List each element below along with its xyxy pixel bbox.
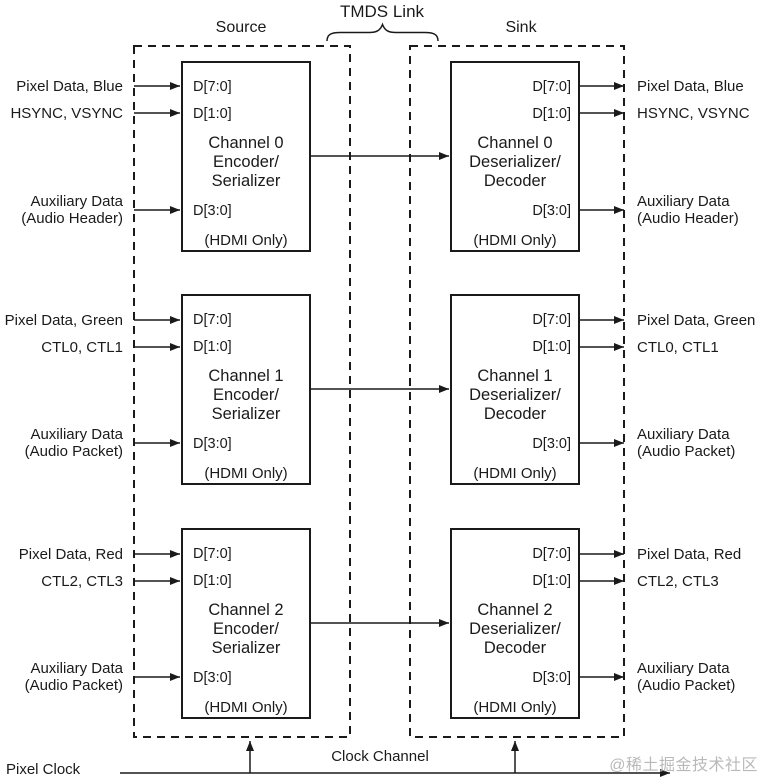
port-d3-label: D[3:0]: [532, 670, 571, 686]
port-d1-label: D[1:0]: [193, 339, 232, 355]
box-title-line: Encoder/: [212, 386, 280, 404]
box-title-line: Serializer: [211, 405, 281, 423]
watermark: @稀土掘金技术社区: [609, 757, 758, 774]
label-pixel-data-green-out: Pixel Data, Green: [637, 312, 756, 329]
port-d1-label: D[1:0]: [193, 573, 232, 589]
label-pixel-data-blue-in: Pixel Data, Blue: [16, 78, 123, 95]
channel-1-decoder-box: D[7:0] D[1:0] Channel 1 Deserializer/ De…: [450, 294, 580, 485]
box-title-line: Decoder: [483, 405, 547, 423]
box-title-line: Serializer: [211, 639, 281, 657]
box-title-line: Encoder/: [212, 620, 280, 638]
label-line: (Audio Packet): [24, 443, 123, 460]
hdmi-only-note: (HDMI Only): [204, 232, 288, 249]
label-line: Auxiliary Data: [30, 193, 123, 210]
label-ctl2-ctl3-in: CTL2, CTL3: [41, 573, 123, 590]
port-d1-label: D[1:0]: [532, 573, 571, 589]
box-title-line: Decoder: [483, 639, 547, 657]
port-d1-label: D[1:0]: [532, 106, 571, 122]
port-d3-label: D[3:0]: [532, 203, 571, 219]
label-line: (Audio Packet): [637, 677, 736, 694]
box-title-line: Channel 1: [208, 367, 284, 385]
clock-channel-label: Clock Channel: [331, 748, 429, 765]
box-title-line: Channel 2: [208, 601, 284, 619]
label-aux-audio-header-out: Auxiliary Data (Audio Header): [637, 193, 739, 227]
sink-heading: Sink: [505, 19, 537, 36]
tmds-link-title: TMDS Link: [339, 2, 425, 21]
port-d7-label: D[7:0]: [532, 546, 571, 562]
label-pixel-data-green-in: Pixel Data, Green: [4, 312, 123, 329]
box-title-line: Deserializer/: [469, 153, 561, 171]
box-title-line: Channel 0: [477, 134, 553, 152]
label-ctl0-ctl1-in: CTL0, CTL1: [41, 339, 123, 356]
label-line: (Audio Packet): [637, 443, 736, 460]
label-line: (Audio Header): [637, 210, 739, 227]
source-heading: Source: [215, 19, 267, 36]
port-d3-label: D[3:0]: [193, 670, 232, 686]
channel-2-encoder-box: D[7:0] D[1:0] Channel 2 Encoder/ Seriali…: [181, 528, 311, 719]
box-title: Channel 1 Deserializer/ Decoder: [452, 367, 578, 424]
tmds-link-brace: [326, 22, 439, 42]
box-title-line: Channel 2: [477, 601, 553, 619]
label-aux-audio-header-in: Auxiliary Data (Audio Header): [0, 193, 123, 227]
port-d3-label: D[3:0]: [193, 203, 232, 219]
port-d7-label: D[7:0]: [193, 79, 232, 95]
box-title-line: Channel 1: [477, 367, 553, 385]
label-aux-audio-packet-in: Auxiliary Data (Audio Packet): [0, 426, 123, 460]
box-title-line: Encoder/: [212, 153, 280, 171]
label-ctl2-ctl3-out: CTL2, CTL3: [637, 573, 719, 590]
pixel-clock-label: Pixel Clock: [6, 761, 81, 778]
label-ctl0-ctl1-out: CTL0, CTL1: [637, 339, 719, 356]
hdmi-only-note: (HDMI Only): [473, 465, 557, 482]
label-line: Auxiliary Data: [637, 426, 730, 443]
label-line: Auxiliary Data: [30, 660, 123, 677]
box-title: Channel 0 Deserializer/ Decoder: [452, 134, 578, 191]
channel-1-encoder-box: D[7:0] D[1:0] Channel 1 Encoder/ Seriali…: [181, 294, 311, 485]
port-d7-label: D[7:0]: [532, 79, 571, 95]
label-line: (Audio Packet): [24, 677, 123, 694]
label-aux-audio-packet-out: Auxiliary Data (Audio Packet): [637, 660, 735, 694]
port-d3-label: D[3:0]: [532, 436, 571, 452]
box-title: Channel 1 Encoder/ Serializer: [183, 367, 309, 424]
label-pixel-data-blue-out: Pixel Data, Blue: [637, 78, 744, 95]
box-title-line: Deserializer/: [469, 620, 561, 638]
port-d1-label: D[1:0]: [532, 339, 571, 355]
hdmi-only-note: (HDMI Only): [473, 232, 557, 249]
box-title-line: Serializer: [211, 172, 281, 190]
label-line: Auxiliary Data: [637, 660, 730, 677]
label-aux-audio-packet-in: Auxiliary Data (Audio Packet): [0, 660, 123, 694]
port-d1-label: D[1:0]: [193, 106, 232, 122]
port-d7-label: D[7:0]: [532, 312, 571, 328]
hdmi-only-note: (HDMI Only): [473, 699, 557, 716]
label-line: Auxiliary Data: [30, 426, 123, 443]
channel-0-encoder-box: D[7:0] D[1:0] Channel 0 Encoder/ Seriali…: [181, 61, 311, 252]
label-hsync-vsync-in: HSYNC, VSYNC: [10, 105, 123, 122]
port-d7-label: D[7:0]: [193, 546, 232, 562]
label-pixel-data-red-in: Pixel Data, Red: [18, 546, 123, 563]
label-line: Auxiliary Data: [637, 193, 730, 210]
label-aux-audio-packet-out: Auxiliary Data (Audio Packet): [637, 426, 735, 460]
label-pixel-data-red-out: Pixel Data, Red: [637, 546, 742, 563]
label-line: (Audio Header): [21, 210, 123, 227]
box-title-line: Decoder: [483, 172, 547, 190]
channel-2-decoder-box: D[7:0] D[1:0] Channel 2 Deserializer/ De…: [450, 528, 580, 719]
box-title-line: Deserializer/: [469, 386, 561, 404]
label-hsync-vsync-out: HSYNC, VSYNC: [637, 105, 750, 122]
hdmi-only-note: (HDMI Only): [204, 699, 288, 716]
port-d7-label: D[7:0]: [193, 312, 232, 328]
hdmi-only-note: (HDMI Only): [204, 465, 288, 482]
port-d3-label: D[3:0]: [193, 436, 232, 452]
box-title: Channel 2 Deserializer/ Decoder: [452, 601, 578, 658]
channel-0-decoder-box: D[7:0] D[1:0] Channel 0 Deserializer/ De…: [450, 61, 580, 252]
box-title: Channel 2 Encoder/ Serializer: [183, 601, 309, 658]
box-title-line: Channel 0: [208, 134, 284, 152]
box-title: Channel 0 Encoder/ Serializer: [183, 134, 309, 191]
